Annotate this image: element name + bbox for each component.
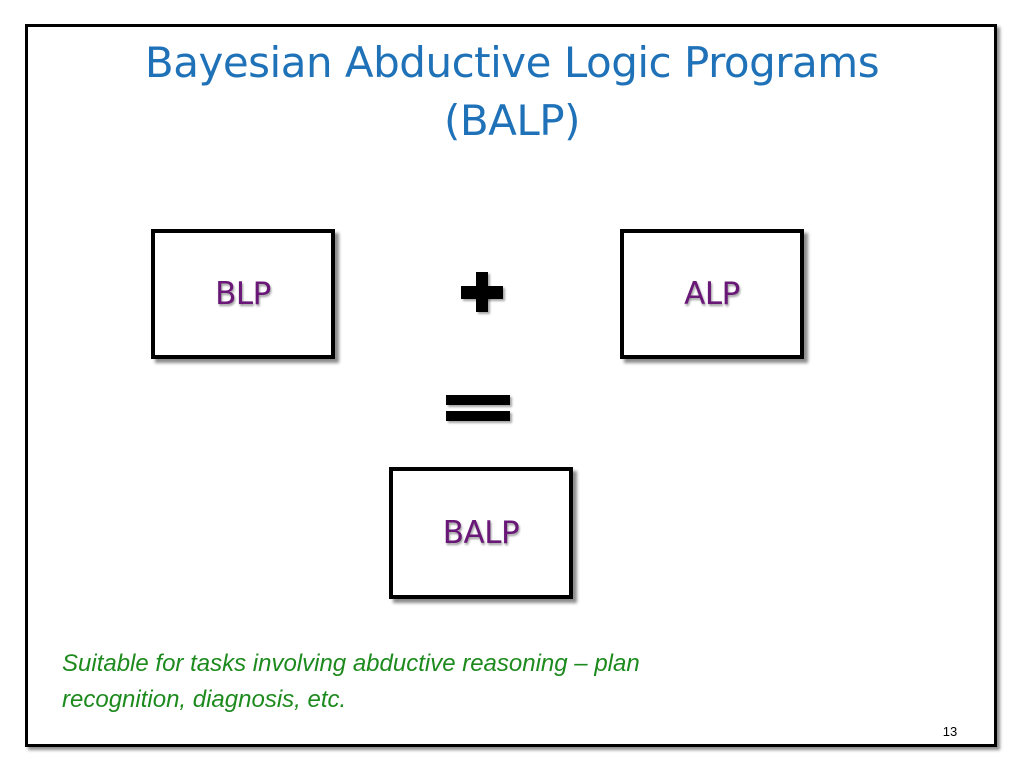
note-line-1: Suitable for tasks involving abductive r… xyxy=(62,650,640,677)
title-line-2: (BALP) xyxy=(443,96,581,145)
blp-box: BLP xyxy=(151,229,335,359)
alp-box: ALP xyxy=(620,229,804,359)
note-text: Suitable for tasks involving abductive r… xyxy=(62,646,862,718)
slide-title: Bayesian Abductive Logic Programs (BALP) xyxy=(40,34,984,150)
blp-label: BLP xyxy=(215,276,271,312)
alp-label: ALP xyxy=(684,276,740,312)
note-line-2: recognition, diagnosis, etc. xyxy=(62,686,347,713)
page-number: 13 xyxy=(942,724,958,739)
slide-frame xyxy=(25,24,997,747)
title-line-1: Bayesian Abductive Logic Programs xyxy=(144,38,880,87)
balp-label: BALP xyxy=(442,515,520,551)
balp-box: BALP xyxy=(389,467,573,599)
